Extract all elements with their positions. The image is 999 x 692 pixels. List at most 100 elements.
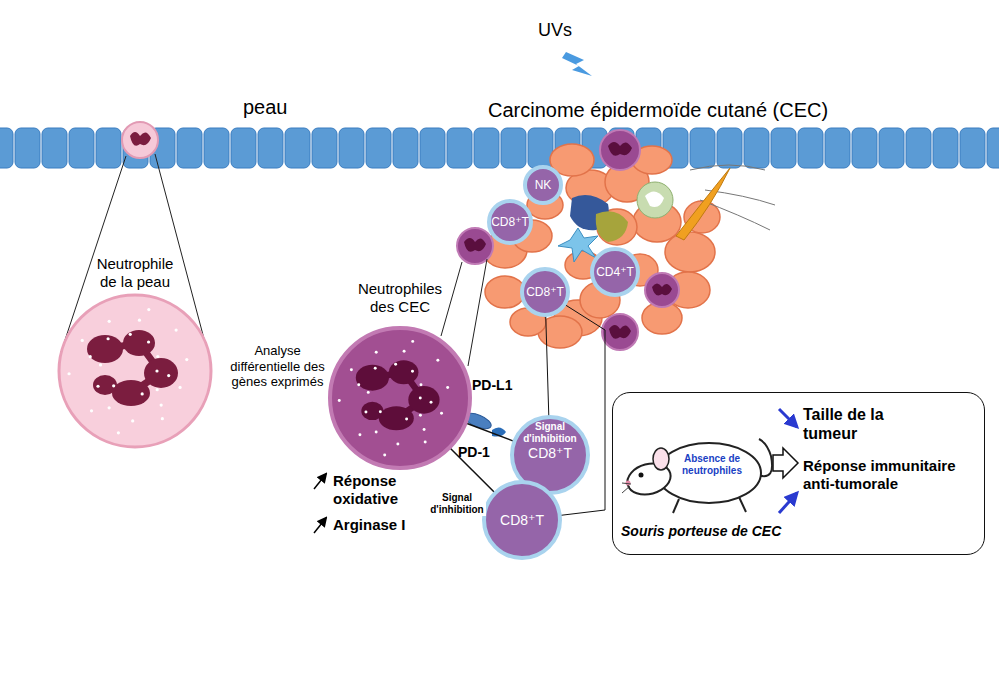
immune-cell: CD4⁺T [590,247,640,297]
annotation-label: Arginase I [333,516,406,534]
cell-outline-part-part [396,443,399,446]
cell-outline-part-part [129,333,132,336]
cell-label: NK [523,178,563,192]
immune-cell: CD8⁺T [482,480,562,560]
fibroblast-part [676,168,730,240]
green-cell-part [645,191,664,207]
tumor-neutrophils-part [608,142,632,156]
cell-outline-part-part [147,340,150,343]
skin-band-part [258,128,283,168]
mouse-drawing-part [622,483,631,484]
cell-outline-part-part [178,386,181,389]
cell-outline-part [59,295,211,447]
skin-band-part [798,128,823,168]
cell-outline-part-part [446,386,449,389]
cell-heading: Neutrophile de la peau [87,255,183,291]
cell-outline-part-part [367,391,370,394]
zoom-lines-part [468,259,487,366]
mouse-drawing-part [739,497,746,512]
cell-outline-part-part [357,383,360,386]
mouse-drawing-part [639,473,644,478]
cell-outline-part-part [89,355,92,358]
tumor-neutrophils-part [464,238,486,252]
cell-outline-part-part [423,428,426,431]
skin-band-part [987,128,999,168]
cell-outline-part-part [87,335,123,363]
tumor-neutrophils-part [600,130,640,170]
neutrophil-cell: Neutrophiles des CEC [320,280,480,470]
cell-outline-part-part [67,372,70,375]
immune-cell: NK [523,165,563,205]
mouse-drawing-part [673,499,679,513]
inset-arrows-part [773,448,798,478]
skin-band-part [474,128,499,168]
cell-outline-part-part [403,350,406,353]
cell-outline-part-part [108,406,111,409]
skin-band-part [231,128,256,168]
skin-band-part [933,128,958,168]
cell-outline-part-part [361,402,383,420]
skin-neutrophil-part [122,122,158,158]
annotation-label: PD-1 [458,444,490,461]
skin-band-part [393,128,418,168]
cell-outline-part-part [436,359,439,362]
result-text: Taille de la tumeur [803,405,913,443]
skin-band-part [960,128,985,168]
mouse-drawing-part [653,448,669,470]
cell-outline-part-part [338,399,341,402]
cell-outline-part-part [161,417,164,420]
zoom-lines-part [441,262,462,336]
cell-outline-part-part [156,355,159,358]
fibroblast-part [700,200,770,230]
skin-band-part [447,128,472,168]
connector [465,423,516,442]
cell-outline-part-part [167,374,170,377]
cell-outline-part-part [389,360,418,384]
fibroblast-part [690,165,765,170]
cell-outline-part-part [112,384,115,387]
cell-outline-part-part [408,386,439,414]
skin-band-part [42,128,67,168]
connector [449,447,496,494]
skin-band-part [285,128,310,168]
region-label: UVs [538,20,572,42]
cell-outline-part-part [375,351,378,354]
skin-band-part [339,128,364,168]
cell-outline-part-part [350,368,353,371]
green-cell [637,182,673,218]
cell-outline-part-part [440,412,443,415]
cell-outline-part-part [155,369,158,372]
cell-outline-part-part [123,330,155,356]
tumor-cells-part [485,276,525,308]
cell-outline-part-part [364,411,367,414]
fibroblast [676,165,775,240]
skin-band-part [420,128,445,168]
cell-outline-part-part [411,340,414,343]
increase-arrows [314,474,326,533]
cell-label: CD4⁺T [590,265,640,279]
cell-outline-part-part [108,320,111,323]
cell-outline-part-part [379,410,382,413]
skin-band-part [15,128,40,168]
skin-band-part [501,128,526,168]
cell-outline-part-part [147,308,150,311]
inset-box: Absence de neutrophilesSouris porteuse d… [612,392,985,555]
cell-outline-part-part [356,365,389,391]
skin-band-part [690,128,715,168]
skin-band-part [528,128,553,168]
cell-outline-part-part [375,430,378,433]
cell-outline-part-part [383,453,386,456]
skin-band-part [0,128,13,168]
cell-outline-part-part [81,339,84,342]
result-text: Réponse immunitaire anti-tumorale [803,457,981,493]
skin-band-part [906,128,931,168]
skin-band-part [825,128,850,168]
figure-label: Absence de neutrophiles [673,453,751,477]
cell-outline-part-part [379,406,414,430]
skin-band-part [312,128,337,168]
connector [546,314,549,418]
cell-outline-part [67,308,188,434]
edge-label: Signal d'inhibition [428,492,486,516]
immune-cell: CD8⁺T [520,267,570,317]
